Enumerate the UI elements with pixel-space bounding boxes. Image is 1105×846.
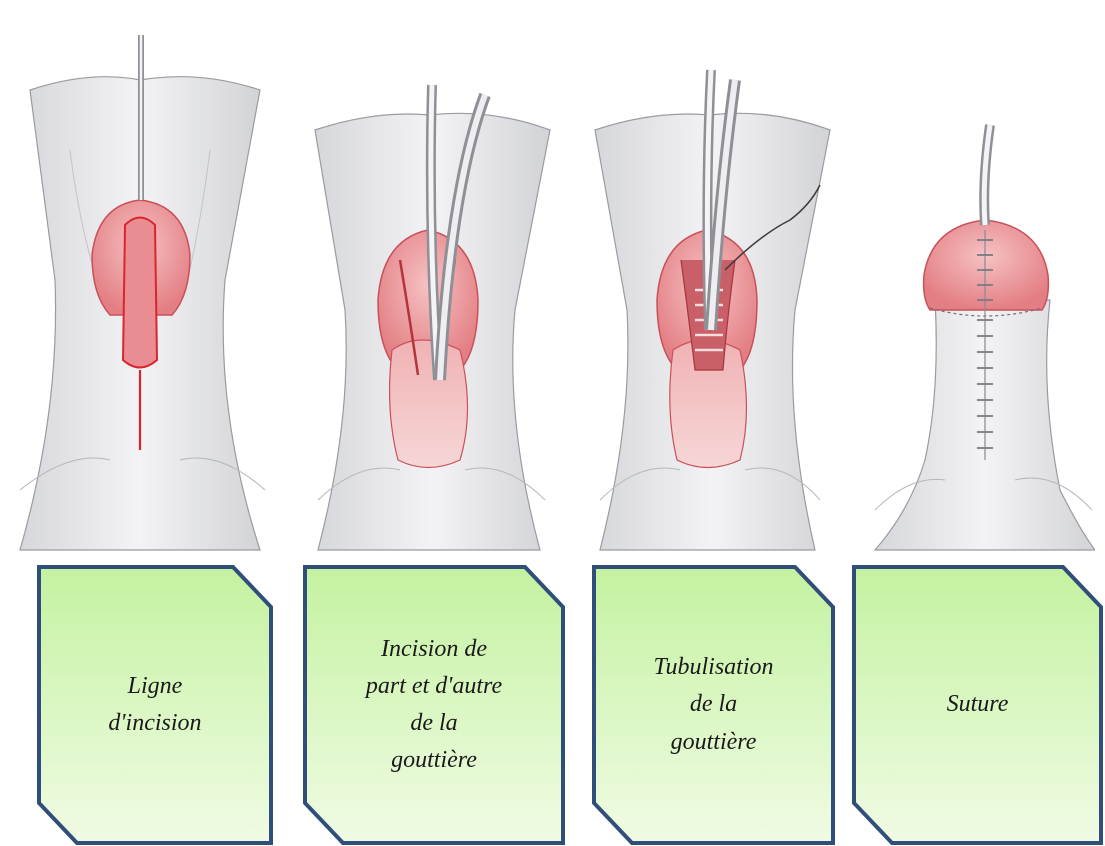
tubularization-illustration bbox=[585, 30, 835, 570]
step-1-label-box: Ligne d'incision bbox=[37, 565, 273, 845]
incision-line-illustration bbox=[10, 30, 275, 570]
step-2-label: Incision de part et d'autre de la goutti… bbox=[319, 565, 549, 845]
lateral-incision-illustration bbox=[300, 30, 560, 570]
step-3-label: Tubulisation de la gouttière bbox=[608, 565, 819, 845]
step-3-label-box: Tubulisation de la gouttière bbox=[592, 565, 835, 845]
step-1-label: Ligne d'incision bbox=[53, 565, 257, 845]
suture-illustration bbox=[860, 30, 1095, 570]
step-4-label-box: Suture bbox=[852, 565, 1103, 845]
step-4-label: Suture bbox=[868, 565, 1087, 845]
step-2-label-box: Incision de part et d'autre de la goutti… bbox=[303, 565, 565, 845]
